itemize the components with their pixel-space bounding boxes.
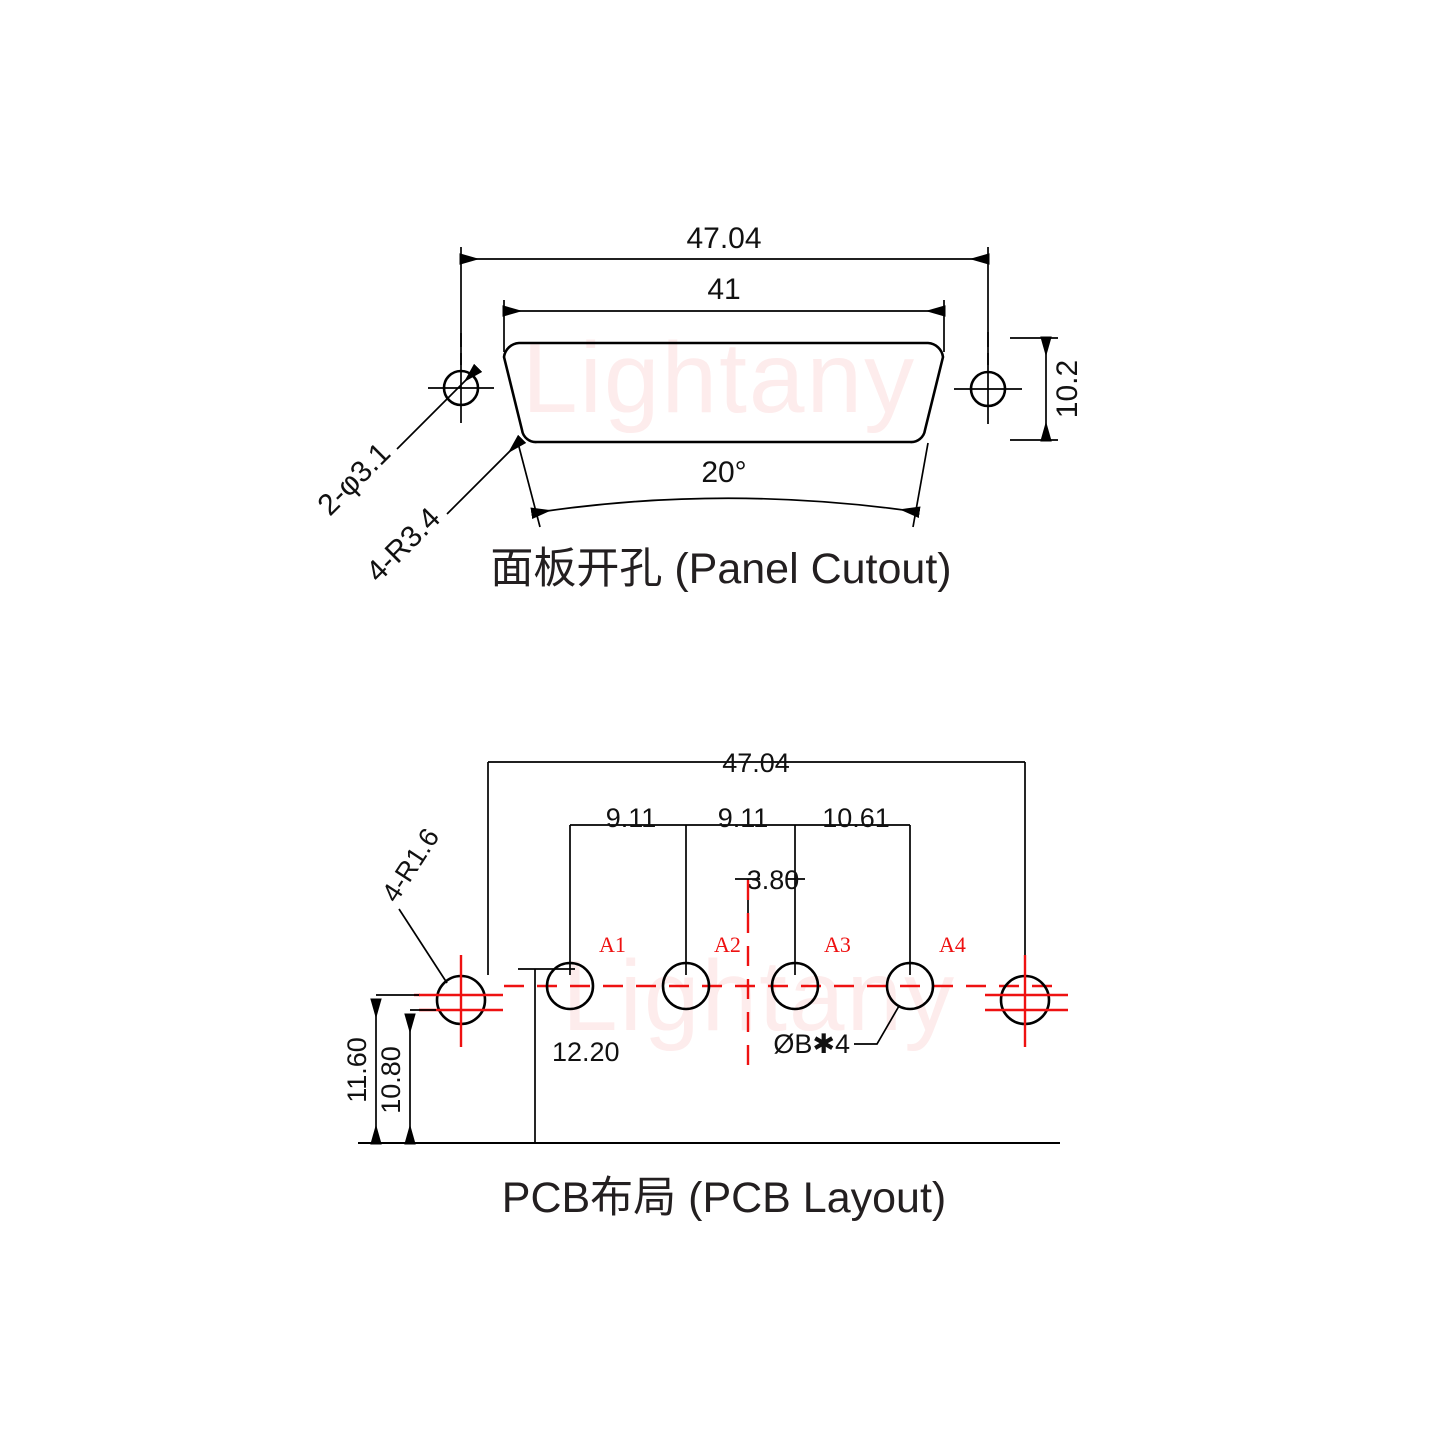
- dim-panel-angle: 20°: [517, 442, 929, 528]
- dim-label-pin-center-y: 12.20: [552, 1037, 620, 1067]
- panel-cutout-caption: 面板开孔 (Panel Cutout): [490, 545, 951, 593]
- dim-label-panel-cutout-width: 41: [707, 273, 740, 306]
- pcb-pin-hole-a3: [770, 961, 820, 1011]
- dim-label-mount-hole-y: 11.60: [342, 1037, 372, 1103]
- dim-label-pitch-a2-a3: 9.11: [718, 803, 769, 833]
- pcb-layout-caption: PCB布局 (PCB Layout): [502, 1174, 946, 1222]
- dim-pcb-pin-row-y: 10.80: [376, 1009, 436, 1145]
- dim-label-panel-overall: 47.04: [686, 222, 761, 255]
- pcb-mount-hole-left: [414, 955, 503, 1047]
- pcb-pin-label-a1: A1: [599, 932, 626, 957]
- pcb-mount-hole-right: [985, 955, 1068, 1047]
- pcb-pin-hole-a1: [545, 961, 595, 1011]
- dim-label-panel-height: 10.2: [1051, 360, 1084, 418]
- dim-label-mounting-holes: 2-φ3.1: [312, 437, 397, 522]
- watermark-text-panel: Lightany: [522, 322, 916, 434]
- dim-pcb-mount-hole-y: 11.60: [342, 994, 419, 1145]
- dim-pcb-overall-width: 47.04: [487, 748, 1026, 975]
- dim-pcb-center-offset: 3.80: [735, 865, 805, 930]
- panel-mounting-hole-left: [428, 333, 494, 423]
- dim-label-mount-radius: 4-R1.6: [376, 823, 445, 907]
- dim-label-panel-angle: 20°: [701, 456, 746, 489]
- dim-label-corner-radius: 4-R3.4: [360, 502, 447, 589]
- dim-panel-cutout-width: 41: [502, 273, 946, 352]
- pcb-pin-label-a4: A4: [939, 932, 966, 957]
- watermark-panel: Lightany: [522, 322, 916, 434]
- dim-label-pitch-a3-a4: 10.61: [822, 803, 890, 833]
- dim-panel-height: 10.2: [1010, 336, 1084, 442]
- dim-label-pitch-a1-a2: 9.11: [606, 803, 657, 833]
- dim-label-center-offset: 3.80: [747, 865, 800, 895]
- pcb-pin-hole-a4: [885, 961, 935, 1011]
- pcb-pin-label-a3: A3: [824, 932, 851, 957]
- dim-label-pin-hole-note: ØB✱4: [773, 1029, 850, 1059]
- panel-mounting-hole-right: [954, 332, 1022, 424]
- dim-pcb-pitch-chain: 9.11 9.11 10.61: [569, 803, 911, 975]
- pcb-layout-view: 47.04 9.11 9.11 10.61 3.80: [342, 748, 1068, 1222]
- leader-panel-mounting-holes: 2-φ3.1: [312, 363, 483, 522]
- pcb-pin-label-a2: A2: [714, 932, 741, 957]
- leader-pcb-pin-hole-note: ØB✱4: [773, 1005, 900, 1059]
- dim-label-pcb-overall: 47.04: [722, 748, 790, 778]
- dim-panel-overall-width: 47.04: [459, 222, 990, 365]
- dim-pcb-pin-center-y: 12.20: [518, 968, 620, 1143]
- dim-label-pin-row-y: 10.80: [376, 1046, 406, 1114]
- leader-pcb-mount-radius: 4-R1.6: [376, 823, 448, 984]
- panel-cutout-outline: [502, 341, 945, 444]
- pcb-pin-hole-a2: [661, 961, 711, 1011]
